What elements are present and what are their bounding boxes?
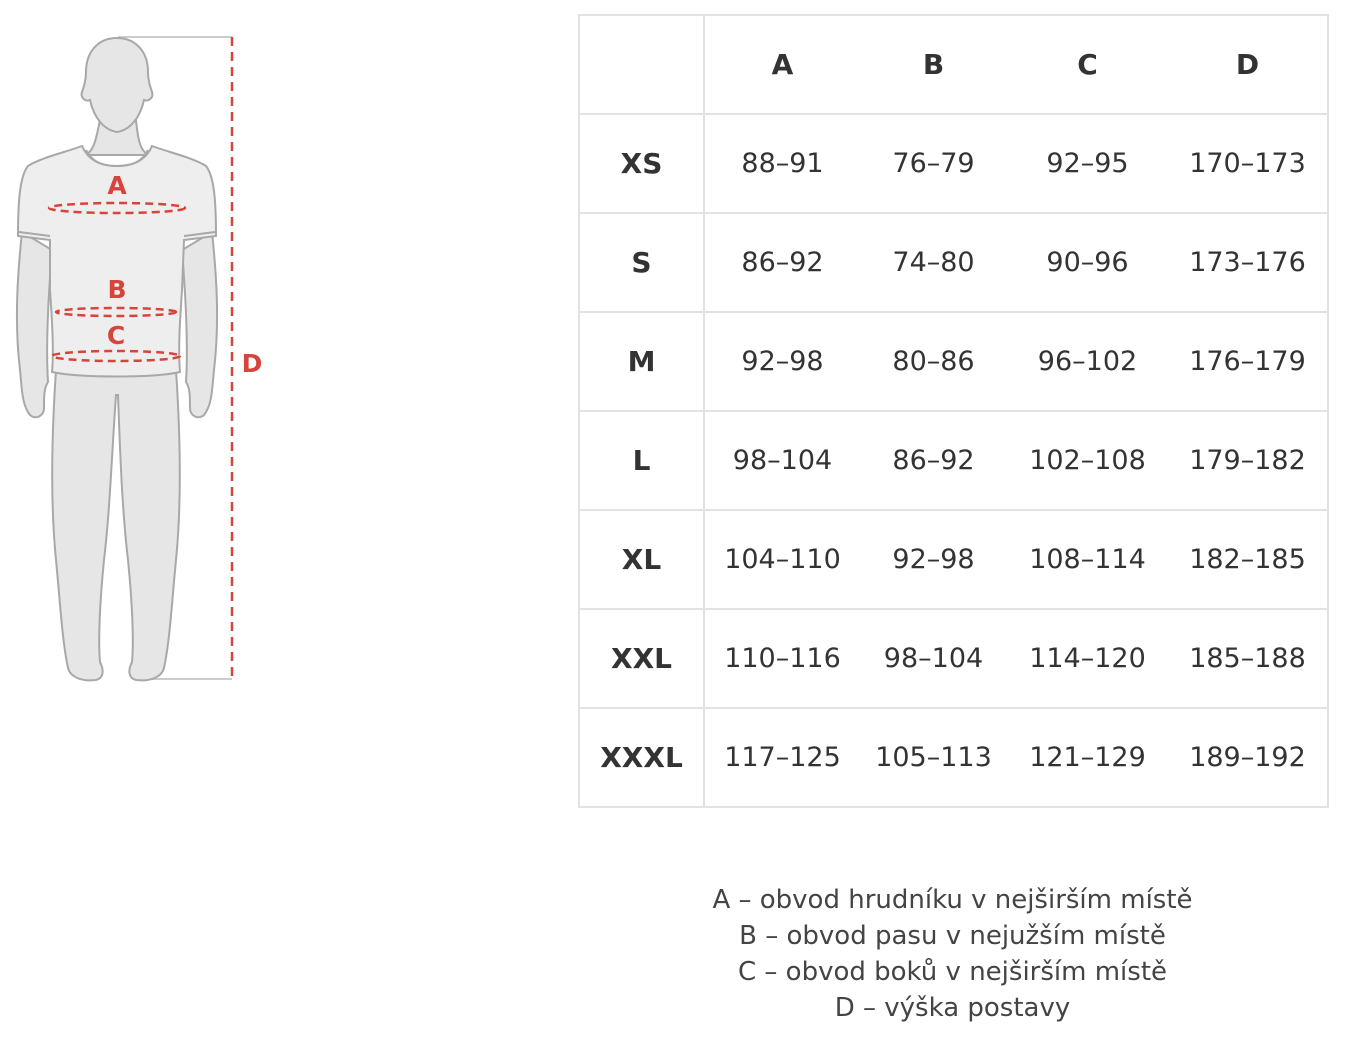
table-row: XXL 110–116 98–104 114–120 185–188: [578, 608, 1329, 709]
value-b: 92–98: [860, 509, 1007, 610]
legend-line-d: D – výška postavy: [834, 993, 1071, 1023]
label-d: D: [242, 349, 263, 378]
value-b: 76–79: [860, 113, 1007, 214]
header-b: B: [860, 14, 1007, 115]
left-sleeve-hem: [18, 231, 51, 237]
label-c: C: [107, 321, 125, 350]
legend-line-a: A – obvod hrudníku v nejširším místě: [712, 885, 1193, 915]
size-label: XXL: [578, 608, 705, 709]
legend-line-c: C – obvod boků v nejširším místě: [737, 957, 1168, 987]
value-b: 105–113: [860, 707, 1007, 808]
size-label: M: [578, 311, 705, 412]
value-a: 104–110: [704, 509, 860, 610]
value-d: 173–176: [1168, 212, 1329, 313]
value-d: 179–182: [1168, 410, 1329, 511]
waist-measure-line: [54, 306, 178, 318]
value-c: 108–114: [1007, 509, 1168, 610]
value-a: 92–98: [704, 311, 860, 412]
table-row: L 98–104 86–92 102–108 179–182: [578, 410, 1329, 511]
size-label: XXXL: [578, 707, 705, 808]
value-a: 117–125: [704, 707, 860, 808]
value-a: 110–116: [704, 608, 860, 709]
body-measurement-figure: A B C D: [0, 0, 290, 700]
value-b: 98–104: [860, 608, 1007, 709]
value-c: 92–95: [1007, 113, 1168, 214]
value-c: 121–129: [1007, 707, 1168, 808]
left-arm-shape: [15, 230, 54, 419]
value-b: 86–92: [860, 410, 1007, 511]
hip-measure-line: [50, 349, 182, 363]
value-d: 182–185: [1168, 509, 1329, 610]
value-d: 176–179: [1168, 311, 1329, 412]
table-header-row: A B C D: [578, 14, 1329, 115]
table-row: M 92–98 80–86 96–102 176–179: [578, 311, 1329, 412]
header-a: A: [704, 14, 860, 115]
table-row: XXXL 117–125 105–113 121–129 189–192: [578, 707, 1329, 808]
value-c: 102–108: [1007, 410, 1168, 511]
human-figure-illustration: A B C D: [15, 36, 263, 682]
table-row: XL 104–110 92–98 108–114 182–185: [578, 509, 1329, 610]
measurement-legend: A – obvod hrudníku v nejširším místě B –…: [578, 882, 1327, 1026]
size-chart-table: A B C D XS 88–91 76–79 92–95 170–173 S 8…: [578, 14, 1329, 808]
value-c: 90–96: [1007, 212, 1168, 313]
label-b: B: [107, 275, 126, 304]
header-corner-cell: [578, 14, 705, 115]
table-row: S 86–92 74–80 90–96 173–176: [578, 212, 1329, 313]
head-shape: [80, 36, 154, 134]
right-sleeve-hem: [183, 231, 216, 237]
value-c: 114–120: [1007, 608, 1168, 709]
value-b: 74–80: [860, 212, 1007, 313]
value-d: 185–188: [1168, 608, 1329, 709]
header-d: D: [1168, 14, 1329, 115]
size-label: L: [578, 410, 705, 511]
size-label: XL: [578, 509, 705, 610]
collar-line: [85, 149, 149, 168]
label-a: A: [107, 171, 127, 200]
header-c: C: [1007, 14, 1168, 115]
value-d: 189–192: [1168, 707, 1329, 808]
value-a: 98–104: [704, 410, 860, 511]
legs-shape: [51, 369, 181, 682]
value-a: 86–92: [704, 212, 860, 313]
size-label: S: [578, 212, 705, 313]
chest-measure-line: [47, 201, 187, 215]
value-b: 80–86: [860, 311, 1007, 412]
value-d: 170–173: [1168, 113, 1329, 214]
table-row: XS 88–91 76–79 92–95 170–173: [578, 113, 1329, 214]
right-arm-shape: [180, 230, 219, 419]
value-c: 96–102: [1007, 311, 1168, 412]
value-a: 88–91: [704, 113, 860, 214]
legend-line-b: B – obvod pasu v nejužším místě: [739, 921, 1166, 951]
size-label: XS: [578, 113, 705, 214]
